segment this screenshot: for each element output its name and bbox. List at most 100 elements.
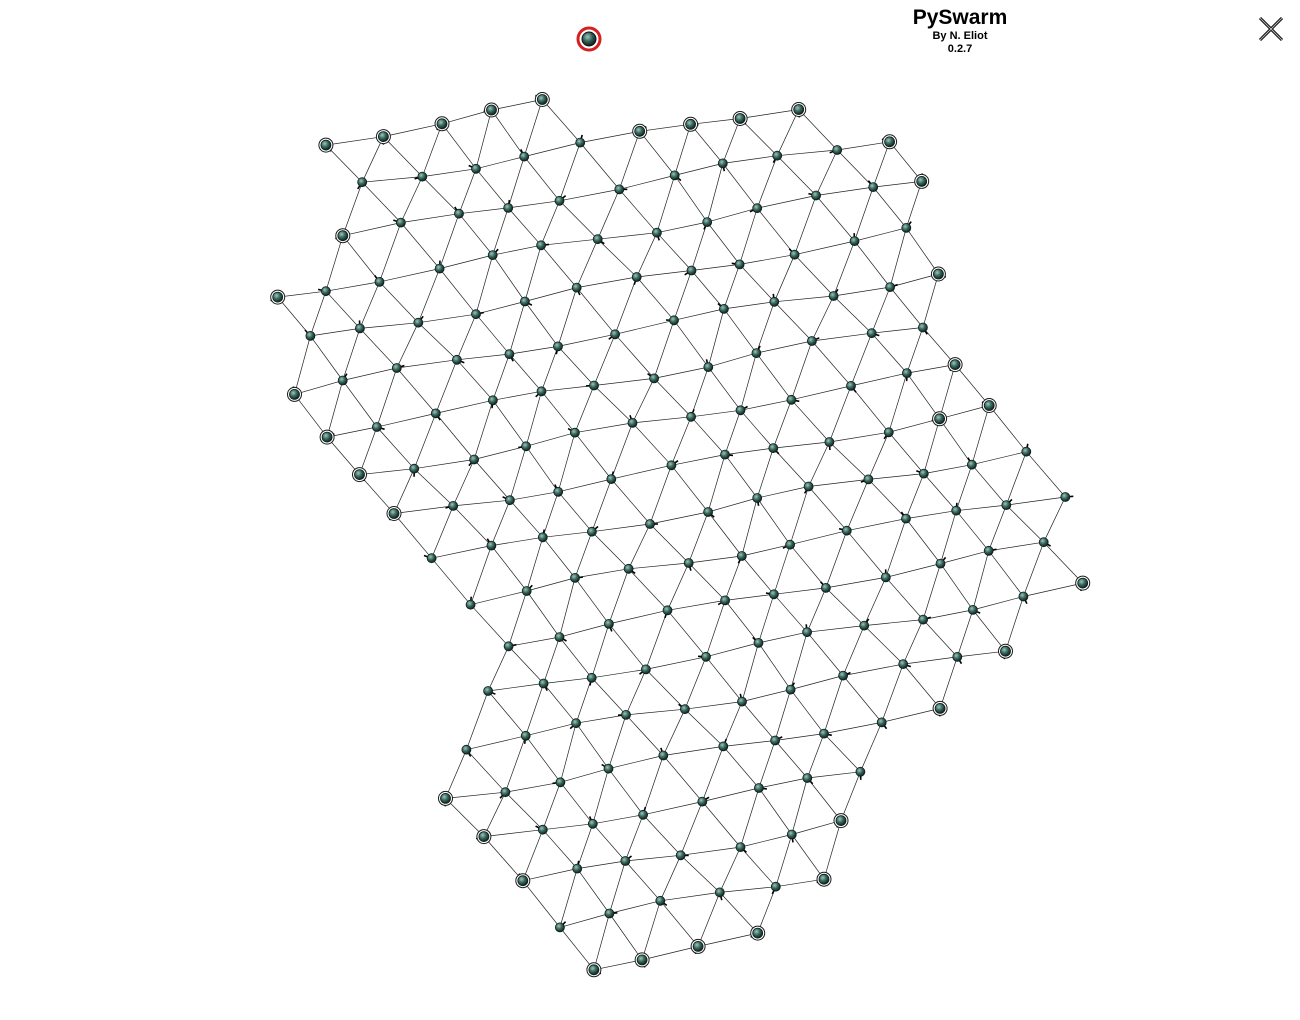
swarm-particle[interactable] xyxy=(752,636,764,648)
swarm-particle[interactable] xyxy=(434,260,445,274)
swarm-particle[interactable] xyxy=(519,149,530,162)
swarm-particle[interactable] xyxy=(608,329,620,340)
boundary-particle[interactable] xyxy=(833,813,849,829)
swarm-particle[interactable] xyxy=(423,553,437,564)
swarm-particle[interactable] xyxy=(900,511,911,524)
swarm-particle[interactable] xyxy=(537,529,548,543)
boundary-particle[interactable] xyxy=(534,92,550,107)
boundary-particle[interactable] xyxy=(947,357,963,373)
swarm-particle[interactable] xyxy=(536,240,550,251)
swarm-particle[interactable] xyxy=(860,474,874,485)
swarm-particle[interactable] xyxy=(520,296,533,307)
swarm-particle[interactable] xyxy=(867,180,879,193)
swarm-particle[interactable] xyxy=(968,605,981,615)
swarm-particle[interactable] xyxy=(502,495,515,506)
swarm-particle[interactable] xyxy=(570,573,583,583)
swarm-particle[interactable] xyxy=(638,806,648,820)
swarm-particle[interactable] xyxy=(720,449,734,460)
swarm-particle[interactable] xyxy=(918,322,928,335)
swarm-particle[interactable] xyxy=(731,259,745,270)
swarm-particle[interactable] xyxy=(430,408,441,421)
swarm-particle[interactable] xyxy=(1038,537,1051,548)
swarm-particle[interactable] xyxy=(952,652,963,665)
swarm-particle[interactable] xyxy=(468,454,480,467)
swarm-particle[interactable] xyxy=(586,672,597,686)
boundary-particle[interactable] xyxy=(335,228,351,244)
swarm-particle[interactable] xyxy=(683,558,694,571)
swarm-particle[interactable] xyxy=(553,484,564,497)
boundary-particle[interactable] xyxy=(750,925,766,941)
swarm-particle[interactable] xyxy=(623,563,636,575)
close-icon[interactable] xyxy=(1256,14,1286,44)
swarm-particle[interactable] xyxy=(749,203,763,214)
boundary-particle[interactable] xyxy=(683,116,699,132)
attractor-node-icon[interactable] xyxy=(576,26,602,52)
boundary-particle[interactable] xyxy=(998,643,1013,660)
swarm-particle[interactable] xyxy=(675,850,689,861)
boundary-particle[interactable] xyxy=(318,137,334,153)
swarm-particle[interactable] xyxy=(697,651,711,662)
swarm-particle[interactable] xyxy=(752,493,763,506)
swarm-particle[interactable] xyxy=(772,150,783,163)
swarm-particle[interactable] xyxy=(866,328,880,339)
swarm-particle[interactable] xyxy=(503,641,517,652)
swarm-particle[interactable] xyxy=(571,282,582,296)
boundary-particle[interactable] xyxy=(632,123,648,139)
swarm-particle[interactable] xyxy=(658,747,669,761)
swarm-particle[interactable] xyxy=(662,605,673,619)
swarm-particle[interactable] xyxy=(935,556,947,569)
swarm-particle[interactable] xyxy=(714,887,725,901)
swarm-particle[interactable] xyxy=(717,595,730,606)
swarm-particle[interactable] xyxy=(647,372,659,384)
boundary-particle[interactable] xyxy=(930,266,947,282)
swarm-particle[interactable] xyxy=(703,507,715,518)
swarm-particle[interactable] xyxy=(614,184,628,195)
swarm-particle[interactable] xyxy=(620,855,633,866)
swarm-particle[interactable] xyxy=(454,206,464,219)
boundary-particle[interactable] xyxy=(434,116,450,132)
boundary-particle[interactable] xyxy=(791,102,807,118)
boundary-particle[interactable] xyxy=(386,506,402,521)
swarm-particle[interactable] xyxy=(718,738,729,752)
swarm-particle[interactable] xyxy=(317,286,331,297)
swarm-particle[interactable] xyxy=(1021,443,1032,457)
boundary-particle[interactable] xyxy=(881,134,898,150)
swarm-particle[interactable] xyxy=(786,394,800,405)
swarm-particle[interactable] xyxy=(703,359,714,373)
swarm-particle[interactable] xyxy=(765,589,779,600)
swarm-particle[interactable] xyxy=(587,525,599,537)
swarm-particle[interactable] xyxy=(357,177,368,190)
swarm-particle[interactable] xyxy=(786,829,797,843)
swarm-particle[interactable] xyxy=(617,710,631,720)
swarm-particle[interactable] xyxy=(451,354,465,365)
swarm-particle[interactable] xyxy=(769,293,780,307)
swarm-particle[interactable] xyxy=(604,908,618,919)
swarm-particle[interactable] xyxy=(736,551,747,564)
swarm-particle[interactable] xyxy=(535,824,548,835)
swarm-particle[interactable] xyxy=(518,441,531,452)
boundary-particle[interactable] xyxy=(483,102,499,118)
swarm-particle[interactable] xyxy=(828,288,839,301)
swarm-particle[interactable] xyxy=(770,881,781,895)
swarm-particle[interactable] xyxy=(471,309,484,320)
swarm-particle[interactable] xyxy=(838,670,851,681)
swarm-particle[interactable] xyxy=(876,717,888,730)
swarm-particle[interactable] xyxy=(782,539,795,550)
swarm-particle[interactable] xyxy=(967,457,977,470)
swarm-particle[interactable] xyxy=(554,632,567,642)
swarm-particle[interactable] xyxy=(592,234,605,245)
swarm-particle[interactable] xyxy=(855,766,866,780)
swarm-particle[interactable] xyxy=(902,368,912,382)
swarm-particle[interactable] xyxy=(918,614,932,625)
swarm-particle[interactable] xyxy=(521,584,533,596)
boundary-particle[interactable] xyxy=(914,173,930,189)
swarm-particle[interactable] xyxy=(538,678,549,691)
swarm-particle[interactable] xyxy=(391,363,405,373)
swarm-particle[interactable] xyxy=(678,703,690,715)
swarm-particle[interactable] xyxy=(652,227,662,241)
swarm-particle[interactable] xyxy=(829,145,843,155)
swarm-particle[interactable] xyxy=(604,619,614,632)
swarm-particle[interactable] xyxy=(461,744,472,757)
swarm-particle[interactable] xyxy=(846,380,857,393)
swarm-particle[interactable] xyxy=(735,842,748,853)
